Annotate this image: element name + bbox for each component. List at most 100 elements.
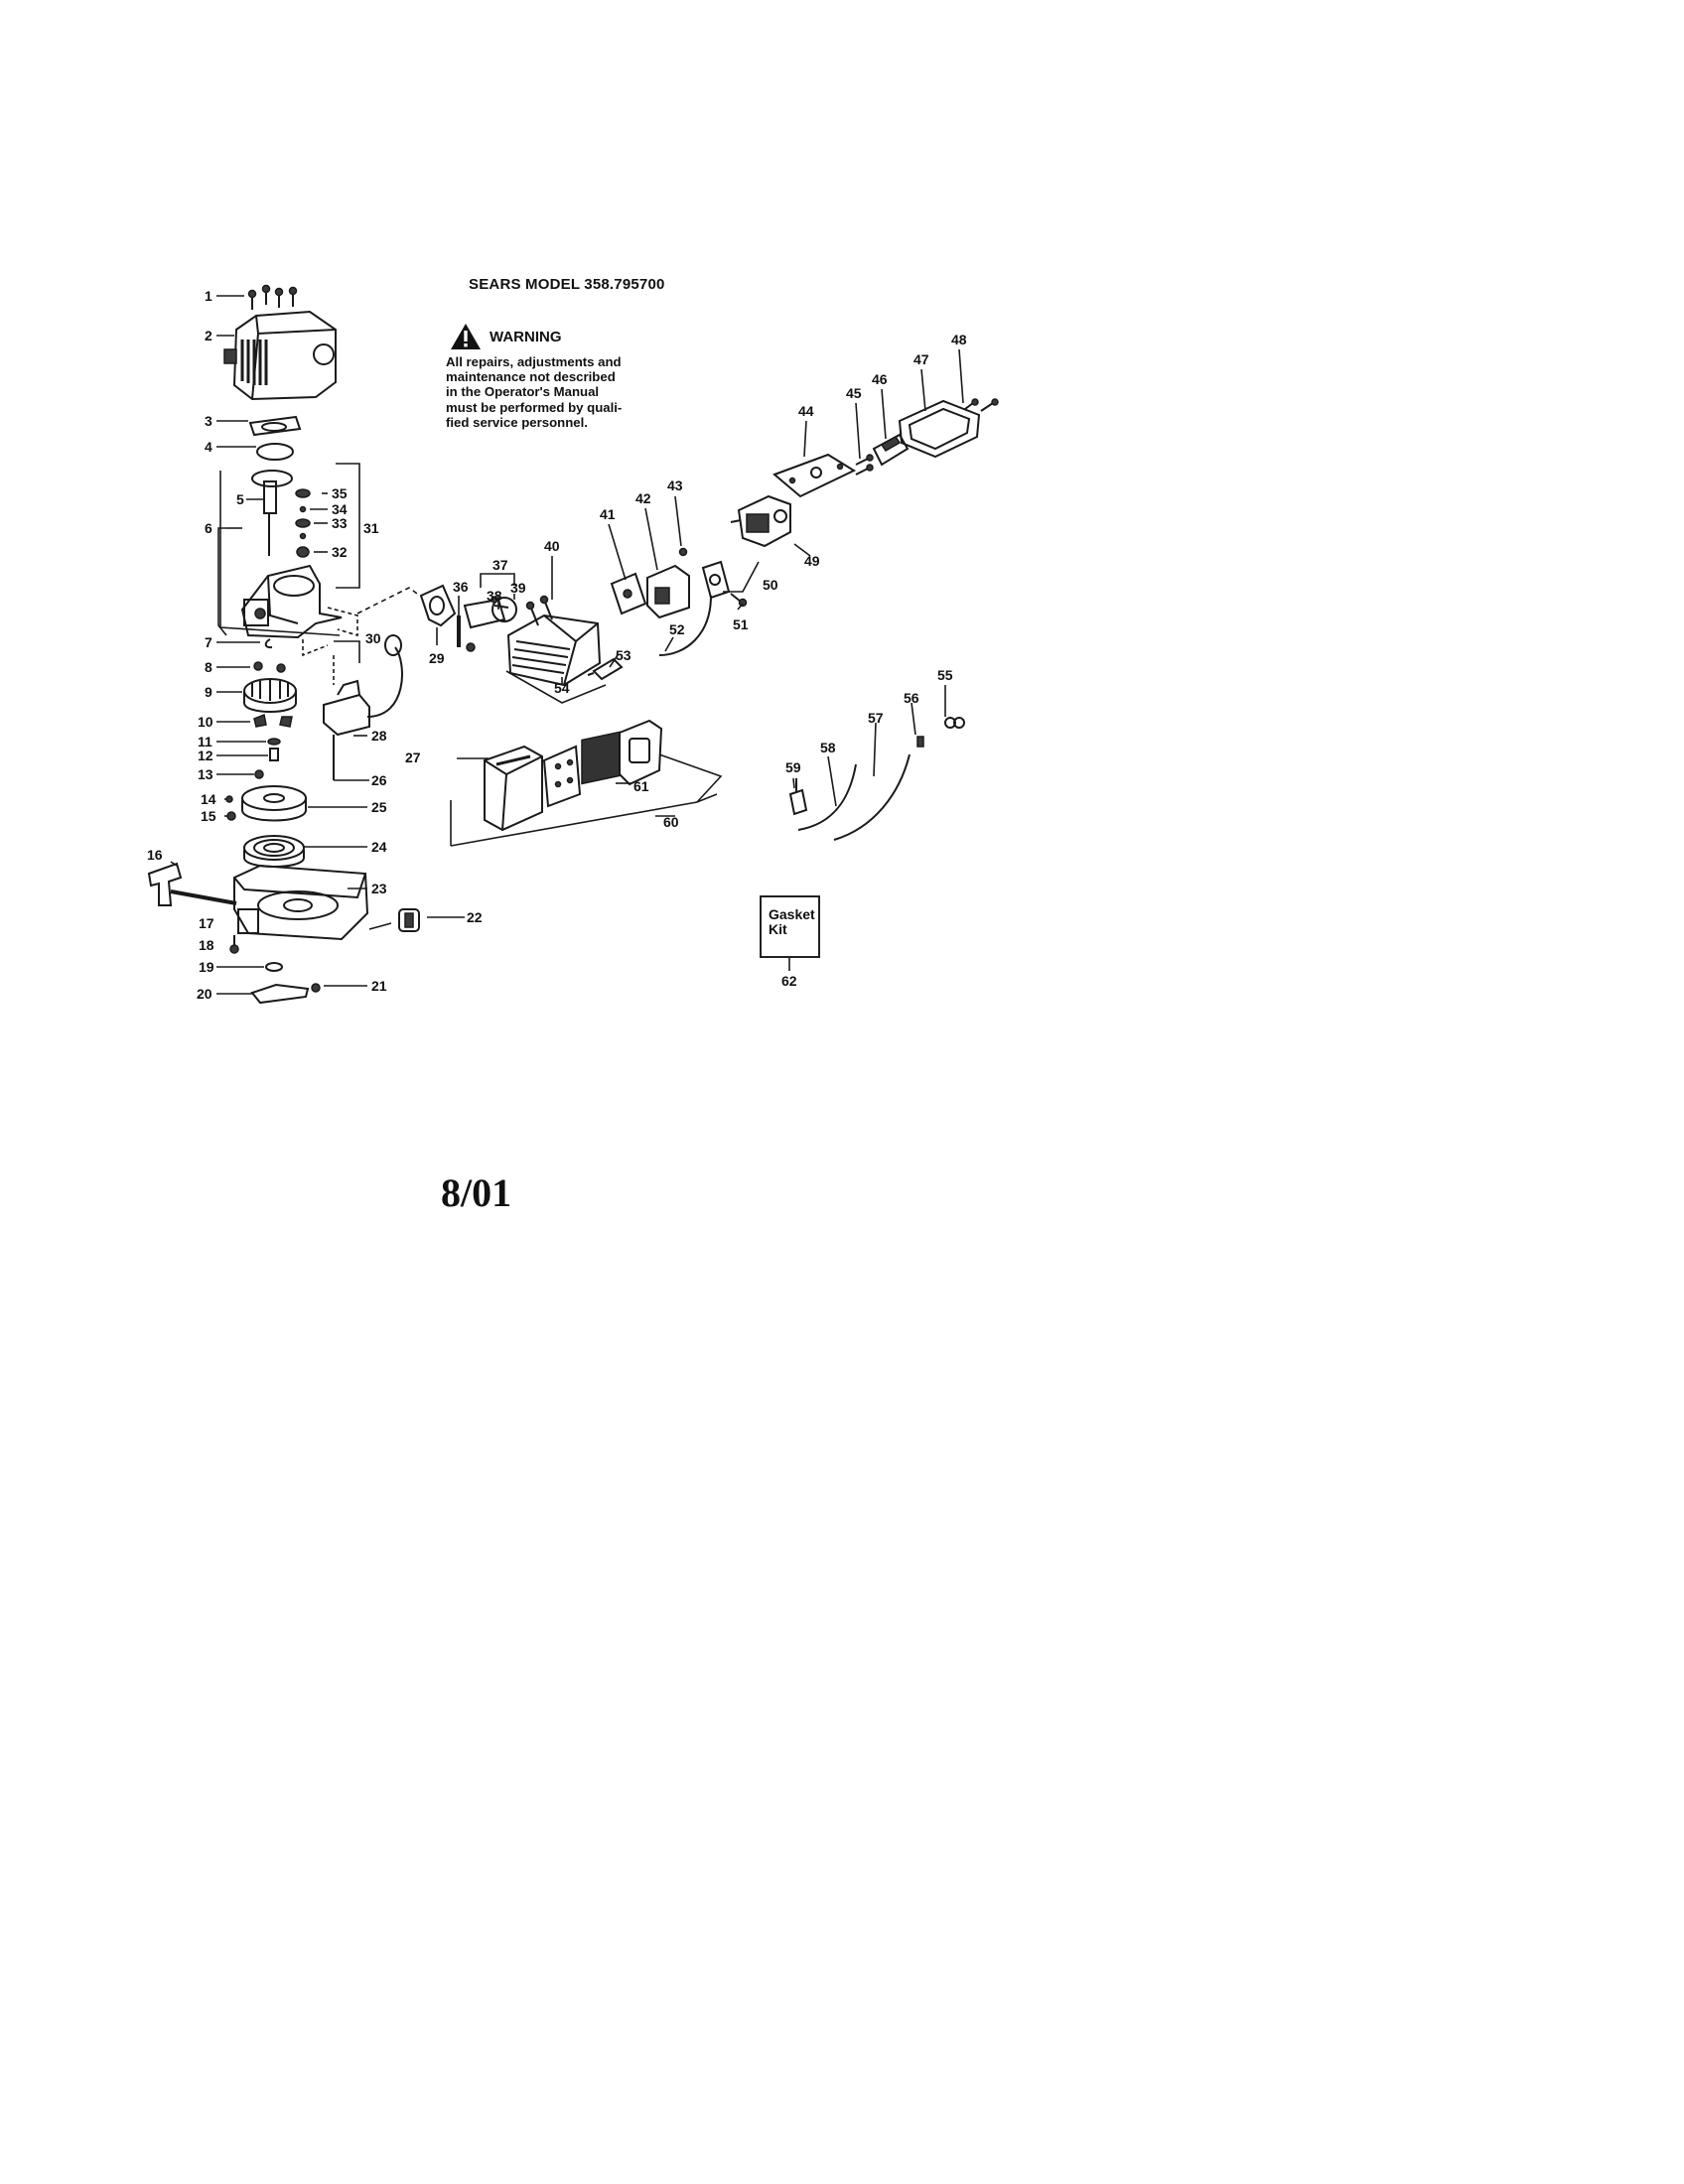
callout-50: 50 (763, 577, 778, 593)
callout-1: 1 (205, 288, 212, 304)
callout-19: 19 (199, 959, 214, 975)
part-small-parts-32-35 (295, 488, 311, 558)
part-screws-48 (964, 398, 999, 412)
callout-34: 34 (332, 501, 348, 517)
callout-23: 23 (371, 881, 387, 896)
callout-28: 28 (371, 728, 387, 744)
callout-43: 43 (667, 478, 683, 493)
warning-title: WARNING (490, 328, 562, 345)
part-fuel-line-58 (797, 763, 857, 831)
callout-5: 5 (236, 491, 244, 507)
callout-49: 49 (804, 553, 820, 569)
dashed-leader-31 (327, 607, 358, 637)
part-screws-45 (855, 454, 874, 476)
model-title: SEARS MODEL 358.795700 (469, 276, 665, 293)
callout-15: 15 (201, 808, 216, 824)
gasket-kit-line2: Kit (769, 921, 787, 937)
part-filter-46 (872, 433, 910, 467)
part-screws-18 (229, 935, 239, 954)
callout-46: 46 (872, 371, 888, 387)
part-grommet-22 (398, 908, 420, 932)
part-carburetor-49 (730, 494, 791, 548)
part-spring-24 (243, 835, 305, 868)
callout-labels: 1 2 3 4 5 6 7 8 9 10 11 12 13 14 15 16 1… (147, 288, 967, 1002)
callout-9: 9 (205, 684, 212, 700)
callout-22: 22 (467, 909, 483, 925)
callout-58: 58 (820, 740, 836, 755)
part-starter-housing-23 (233, 864, 369, 941)
callout-56: 56 (904, 690, 919, 706)
callout-61: 61 (633, 778, 649, 794)
gasket-kit-box: Gasket Kit (760, 895, 820, 958)
callout-60: 60 (663, 814, 679, 830)
callout-44: 44 (798, 403, 814, 419)
part-pulley-25 (241, 785, 307, 822)
callout-38: 38 (487, 588, 502, 604)
callout-40: 40 (544, 538, 560, 554)
warning-text: All repairs, adjustments and maintenance… (446, 354, 623, 430)
callout-16: 16 (147, 847, 163, 863)
callout-13: 13 (198, 766, 213, 782)
callout-30: 30 (365, 630, 381, 646)
part-spacer-12 (269, 748, 279, 761)
callout-48: 48 (951, 332, 967, 347)
callout-52: 52 (669, 621, 685, 637)
callout-11: 11 (198, 734, 212, 750)
part-screw-43 (678, 547, 688, 557)
callout-29: 29 (429, 650, 445, 666)
part-cylinder-cover (223, 310, 337, 401)
part-baffle-4 (256, 443, 294, 461)
callout-7: 7 (205, 634, 212, 650)
part-pawls-10 (253, 713, 293, 728)
part-nuts-8 (253, 661, 286, 673)
callout-47: 47 (913, 351, 929, 367)
callout-4: 4 (205, 439, 212, 455)
callout-51: 51 (733, 616, 749, 632)
part-screw-13 (254, 769, 264, 779)
callout-54: 54 (554, 680, 570, 696)
part-screws-1 (247, 284, 298, 310)
part-cylinder-54 (506, 614, 602, 687)
part-washer-19 (265, 962, 283, 972)
callout-37: 37 (492, 557, 508, 573)
part-screws-14-15 (225, 795, 236, 821)
part-carb-adapter-42 (646, 564, 690, 619)
leader-22-connector (368, 922, 392, 930)
part-screw-51 (730, 593, 748, 608)
part-filter-56 (916, 736, 924, 748)
part-screw-21 (311, 983, 321, 993)
part-fuel-filter-59 (788, 778, 808, 816)
part-spark-plug-53 (587, 657, 624, 681)
callout-21: 21 (371, 978, 387, 994)
callout-18: 18 (199, 937, 214, 953)
callout-32: 32 (332, 544, 348, 560)
part-crankcase-6 (240, 564, 343, 639)
callout-6: 6 (205, 520, 212, 536)
callout-25: 25 (371, 799, 387, 815)
part-insulator-41 (610, 572, 647, 615)
callout-31: 31 (363, 520, 379, 536)
part-washer-11 (267, 738, 281, 746)
dashed-connector-crankcase-cylinder (356, 587, 418, 614)
warning-triangle-icon (451, 324, 481, 349)
part-cover-47 (898, 399, 981, 459)
part-grommet-55 (944, 717, 965, 729)
dashed-leader-7 (302, 639, 329, 657)
bracket-60-right (658, 753, 723, 803)
callout-62: 62 (781, 973, 797, 989)
warning-notice: WARNING All repairs, adjustments and mai… (446, 323, 664, 430)
part-screw-27 (495, 754, 531, 766)
callout-57: 57 (868, 710, 884, 726)
part-plate-44 (772, 453, 857, 498)
callout-33: 33 (332, 515, 348, 531)
part-flywheel-9 (243, 678, 297, 713)
bracket-54 (505, 670, 607, 704)
part-gasket-29 (419, 584, 457, 627)
part-gasket-3 (248, 415, 302, 437)
callout-17: 17 (199, 915, 214, 931)
part-fuel-line-57 (833, 753, 911, 841)
callout-36: 36 (453, 579, 469, 595)
callout-24: 24 (371, 839, 387, 855)
